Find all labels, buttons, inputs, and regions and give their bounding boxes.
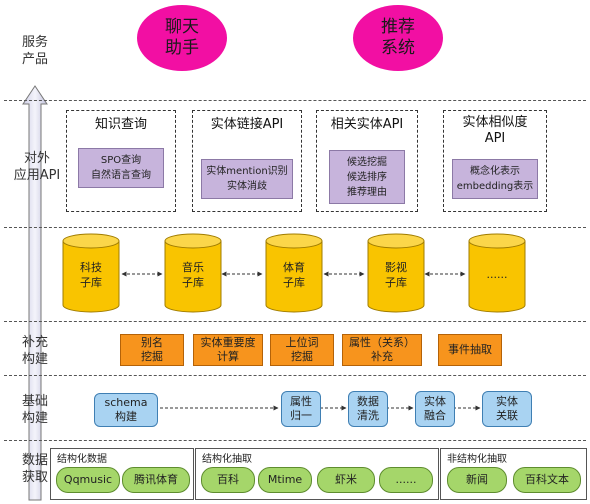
task-attribute-supplement: 属性（关系）补充: [342, 334, 422, 366]
library-cylinder-film: 影视子库: [367, 233, 425, 313]
task-alias-mining: 别名挖掘: [120, 334, 184, 366]
step-data-cleaning: 数据清洗: [348, 391, 388, 427]
step-entity-association: 实体关联: [482, 391, 532, 427]
vertical-flow-arrow: [22, 85, 48, 501]
source-baike: 百科: [201, 467, 255, 493]
api-knowledge-query: 知识查询 SPO查询自然语言查询: [66, 110, 176, 212]
task-event-extraction: 事件抽取: [438, 334, 502, 366]
source-baike-text: 百科文本: [513, 467, 581, 493]
product-chat-assistant: 聊天助手: [137, 5, 227, 71]
task-entity-importance: 实体重要度计算: [193, 334, 263, 366]
source-more: ......: [379, 467, 433, 493]
source-xiami: 虾米: [317, 467, 375, 493]
task-hypernym-mining: 上位词挖掘: [270, 334, 334, 366]
library-cylinder-music: 音乐子库: [164, 233, 222, 313]
source-group-structured-data: 结构化数据 Qqmusic 腾讯体育: [50, 448, 194, 500]
api-related-entity: 相关实体API 候选挖掘候选排序推荐理由: [316, 110, 418, 212]
layer-label-basic: 基础构建: [21, 394, 48, 426]
layer-separator: [4, 100, 586, 101]
layer-label-data: 数据获取: [21, 453, 48, 485]
source-qqmusic: Qqmusic: [56, 467, 120, 493]
library-cylinder-more: ......: [468, 233, 526, 313]
library-cylinder-sports: 体育子库: [265, 233, 323, 313]
layer-separator: [4, 321, 586, 322]
step-entity-fusion: 实体融合: [415, 391, 455, 427]
source-group-structured-extraction: 结构化抽取 百科 Mtime 虾米 ......: [195, 448, 439, 500]
source-tencent-sports: 腾讯体育: [122, 467, 190, 493]
step-attribute-normalize: 属性归一: [281, 391, 321, 427]
product-recommend-system: 推荐系统: [353, 5, 443, 71]
layer-separator: [4, 227, 586, 228]
layer-label-service: 服务产品: [21, 35, 48, 67]
layer-separator: [4, 375, 586, 376]
source-news: 新闻: [447, 467, 507, 493]
layer-label-api: 对外应用API: [13, 151, 61, 183]
library-cylinder-tech: 科技子库: [62, 233, 120, 313]
source-mtime: Mtime: [258, 467, 312, 493]
api-entity-linking: 实体链接API 实体mention识别实体消歧: [192, 110, 302, 212]
layer-separator: [4, 440, 586, 441]
source-group-unstructured-extraction: 非结构化抽取 新闻 百科文本: [440, 448, 587, 500]
layer-label-supplement: 补充构建: [21, 335, 48, 367]
